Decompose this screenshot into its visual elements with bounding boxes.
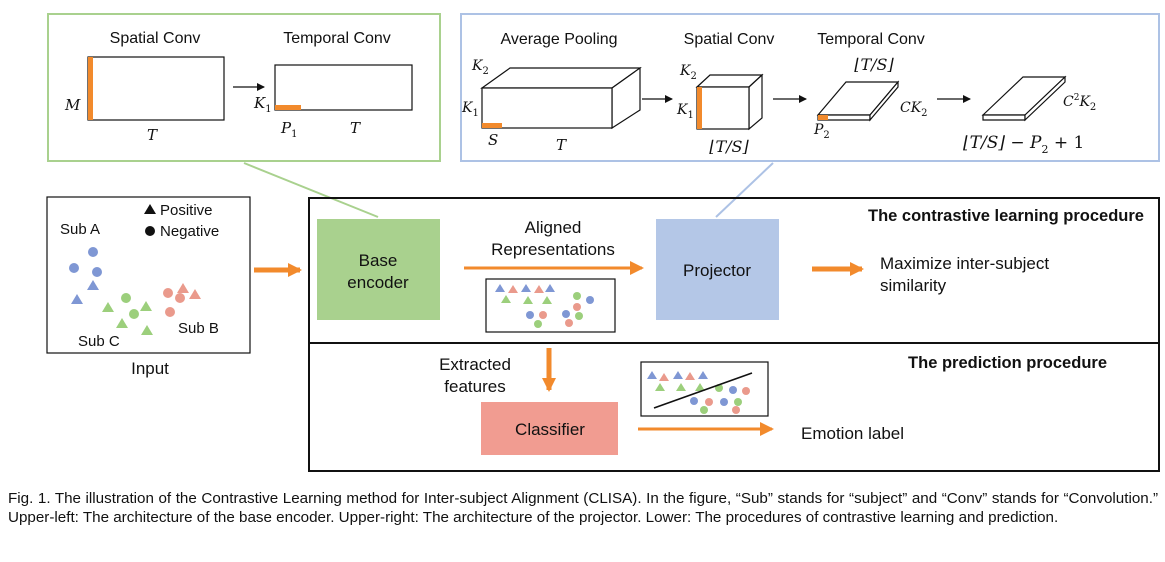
emotion-label: Emotion label	[801, 424, 904, 443]
out-label-c2k2: C2K2	[1063, 93, 1096, 113]
pooling-kernel-bar	[482, 123, 502, 128]
projector-panel-border	[460, 13, 1160, 162]
aligned-representation-plot	[485, 278, 616, 333]
tc-label-ck2: CK2	[900, 100, 928, 119]
encoder-panel-border	[47, 13, 441, 162]
decision-boundary-line	[653, 372, 753, 409]
sub-a-label: Sub A	[60, 221, 100, 238]
sub-b-label: Sub B	[178, 320, 219, 337]
positive-legend-icon	[144, 204, 156, 214]
spatial-conv-title: Spatial Conv	[110, 30, 201, 47]
sub-c-label: Sub C	[78, 333, 120, 350]
aligned-label-line1: Aligned	[525, 218, 582, 237]
spatial-kernel-bar	[88, 57, 93, 120]
temporal-conv-feature-map	[274, 64, 413, 111]
base-encoder-architecture-panel: Spatial Conv Temporal Conv M T K1 P1 T	[47, 13, 441, 162]
input-box	[46, 196, 251, 354]
base-encoder-box	[317, 219, 440, 320]
classifier-box	[481, 402, 618, 455]
proj-spatial-kernel-bar	[697, 87, 702, 129]
avg-pooling-title: Average Pooling	[500, 31, 617, 48]
label-t-spatial: T	[147, 126, 158, 144]
proj-temporal-conv-title: Temporal Conv	[817, 31, 925, 48]
input-panel: Positive Negative Sub A Sub B Sub C	[46, 196, 251, 378]
maximize-label-line1: Maximize inter-subject	[880, 254, 1049, 273]
projector-label: Projector	[683, 261, 751, 280]
extracted-label-line1: Extracted	[439, 355, 511, 374]
proj-temporal-slab	[816, 80, 900, 122]
projector-architecture-panel: Average Pooling Spatial Conv Temporal Co…	[460, 13, 1160, 162]
proj-spatial-cuboid	[695, 73, 764, 131]
prediction-box	[308, 342, 1160, 472]
pool-label-k2: K2	[471, 58, 489, 77]
pooling-cuboid	[480, 66, 642, 130]
spatial-conv-feature-map	[87, 56, 225, 121]
clisa-diagram: Spatial Conv Temporal Conv M T K1 P1 T A…	[46, 13, 1160, 472]
legend-negative: Negative	[160, 223, 219, 240]
sp-label-floor-ts: ⌊T/S⌋	[709, 137, 749, 156]
label-p1: P1	[280, 119, 297, 140]
contrastive-title: The contrastive learning procedure	[868, 207, 1144, 225]
temporal-conv-title: Temporal Conv	[283, 30, 391, 47]
proj-output-slab	[981, 75, 1067, 122]
pool-label-t: T	[556, 136, 567, 154]
sp-label-k2: K2	[679, 63, 697, 82]
tc-label-floor-ts: ⌊T/S⌋	[854, 55, 894, 74]
sub-c-points	[102, 293, 153, 335]
label-t-temporal: T	[350, 119, 361, 137]
input-caption: Input	[131, 359, 169, 378]
sub-a-points	[69, 247, 102, 304]
contrastive-learning-procedure: The contrastive learning procedure Base …	[308, 197, 1160, 344]
out-label-formula: ⌊T/S⌋ − P2 + 1	[963, 133, 1084, 156]
label-k1: K1	[253, 94, 272, 115]
base-encoder-label-line1: Base	[359, 251, 398, 270]
prediction-title: The prediction procedure	[908, 354, 1107, 372]
maximize-label-line2: similarity	[880, 276, 947, 295]
extracted-label-line2: features	[444, 377, 505, 396]
prediction-procedure: The prediction procedure Extracted featu…	[308, 342, 1160, 472]
projector-connector-line	[715, 162, 774, 218]
proj-temporal-kernel-bar	[818, 115, 828, 120]
pool-label-k1: K1	[461, 100, 479, 119]
tc-label-p2: P2	[813, 122, 830, 141]
figure-caption: Fig. 1. The illustration of the Contrast…	[8, 490, 1158, 526]
sp-label-k1: K1	[676, 102, 694, 121]
temporal-kernel-bar	[275, 105, 301, 110]
aligned-label-line2: Representations	[491, 240, 615, 259]
pool-label-s: S	[488, 131, 498, 149]
sub-b-points	[163, 283, 201, 317]
classification-plot	[640, 361, 769, 417]
legend-positive: Positive	[160, 202, 213, 219]
classifier-label: Classifier	[515, 420, 585, 439]
projector-box	[656, 219, 779, 320]
negative-legend-icon	[145, 226, 155, 236]
proj-spatial-conv-title: Spatial Conv	[684, 31, 775, 48]
base-encoder-label-line2: encoder	[347, 273, 409, 292]
label-m: M	[64, 96, 81, 114]
encoder-connector-line	[243, 162, 379, 218]
